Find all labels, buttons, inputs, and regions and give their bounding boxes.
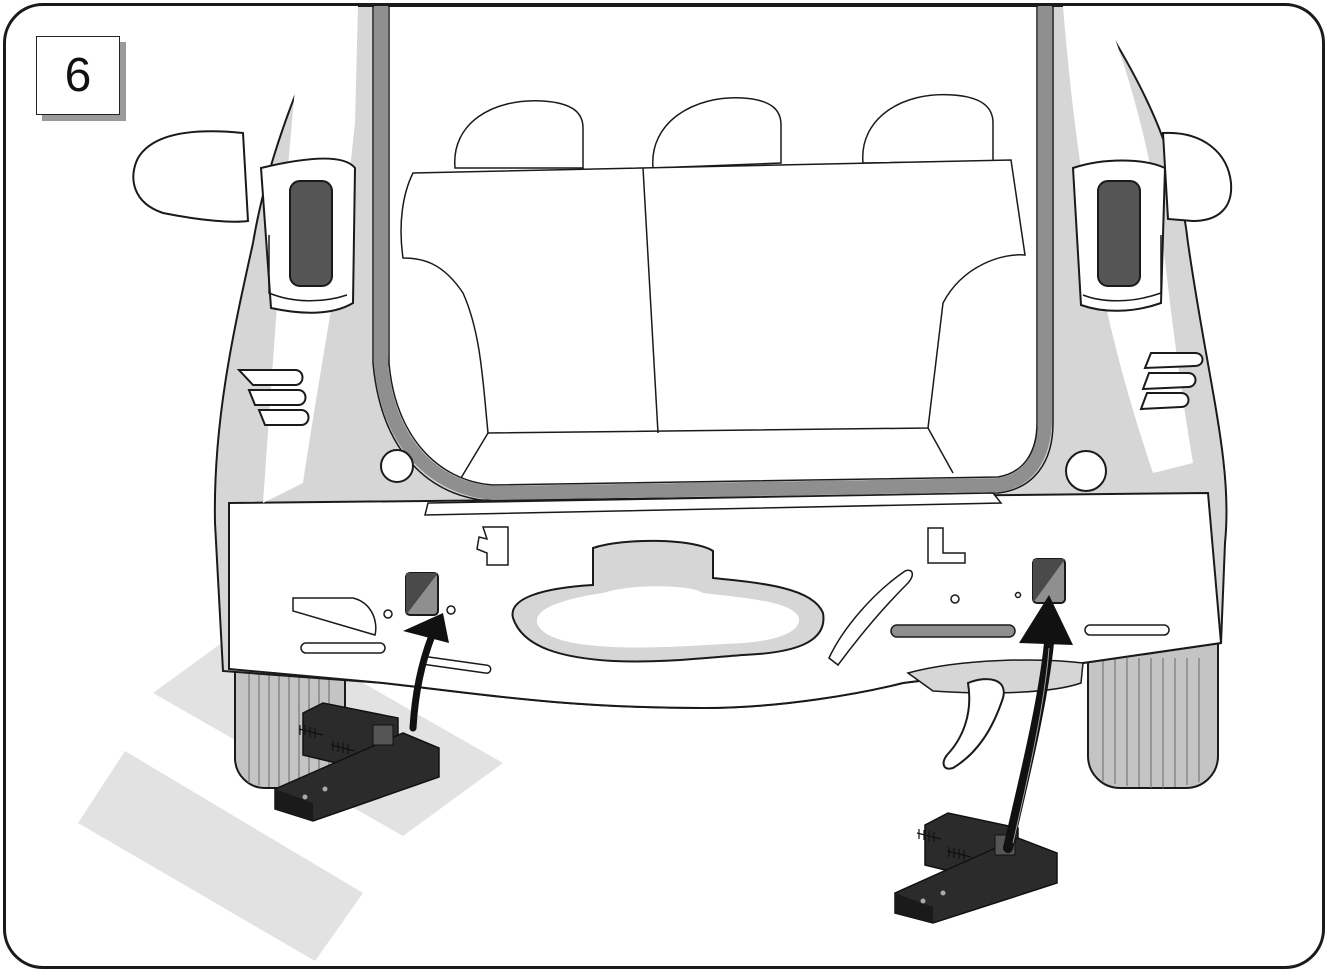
step-number: 6 [64,48,92,102]
hatch-seal [374,6,1052,500]
illustration-frame: 6 [3,3,1325,969]
right-dark-slot [890,624,1016,638]
rear-seats [400,159,1026,479]
left-bumper-bracket [476,526,509,566]
mount-holes [383,591,1022,619]
sill-plate [424,492,1003,516]
hitch-installation-diagram [78,6,1233,961]
left-tail-light [259,157,357,314]
left-receiver-opening [405,572,439,616]
left-mirror [132,130,250,223]
step-number-badge: 6 [36,36,120,115]
seat-headrests [454,93,994,169]
right-hitch-bracket [894,812,1058,924]
right-receiver-opening [1032,558,1066,604]
right-lower-slot [1084,624,1170,636]
right-install-arrow [1003,595,1073,853]
right-tail-light [1071,159,1167,312]
left-bumper-hole [380,449,414,483]
left-side-slots [236,369,310,426]
bumper-curved-slot [828,569,913,667]
left-lower-slot [300,642,386,654]
right-bumper-hole [1065,450,1107,492]
left-reflector [292,597,377,636]
right-mirror [1161,131,1233,223]
left-hitch-bracket [274,702,440,822]
left-install-arrow [403,613,449,732]
right-side-slots [1139,352,1204,411]
exhaust-pipe [906,659,1084,770]
right-bumper-bracket [927,527,966,564]
